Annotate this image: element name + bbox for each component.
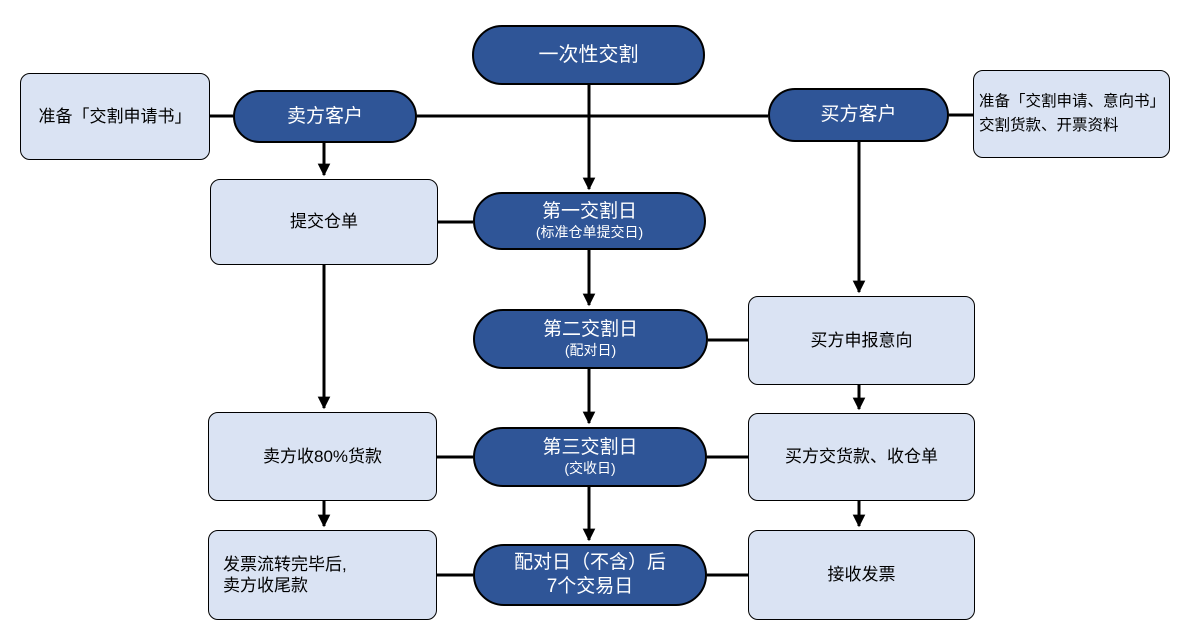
node-submit-warehouse-receipt: 提交仓单 xyxy=(210,179,438,265)
node-label-line1: 发票流转完毕后, xyxy=(223,554,347,574)
node-label-line1: 第二交割日 xyxy=(542,319,638,341)
node-label-line2: (配对日) xyxy=(564,342,617,359)
node-label: 买方申报意向 xyxy=(810,330,913,350)
node-seller-client: 卖方客户 xyxy=(233,90,417,143)
node-prepare-delivery-application: 准备「交割申请书」 xyxy=(20,73,210,160)
node-seller-receive-80pct: 卖方收80%货款 xyxy=(208,412,437,501)
node-label-line1: 配对日（不含）后 xyxy=(513,552,666,574)
node-label-line1: 第三交割日 xyxy=(542,437,638,459)
node-label-line1: 准备「交割申请、意向书」 xyxy=(979,92,1166,110)
node-buyer-client: 买方客户 xyxy=(768,88,949,142)
node-label: 准备「交割申请书」 xyxy=(38,106,192,126)
node-buyer-declare-intent: 买方申报意向 xyxy=(748,296,975,385)
node-label: 卖方收80%货款 xyxy=(262,446,383,466)
node-label: 提交仓单 xyxy=(290,212,358,232)
node-label-line1: 第一交割日 xyxy=(541,201,637,223)
node-label: 接收发票 xyxy=(827,565,896,585)
node-label: 买方交货款、收仓单 xyxy=(785,447,938,467)
node-label-line2: (交收日) xyxy=(564,460,616,477)
node-label: 买方客户 xyxy=(820,104,897,126)
node-third-delivery-day: 第三交割日 (交收日) xyxy=(473,427,707,487)
node-label-line2: (标准仓单提交日) xyxy=(535,224,644,241)
node-receive-invoice: 接收发票 xyxy=(748,530,975,620)
node-prepare-buyer-docs: 准备「交割申请、意向书」 交割货款、开票资料 xyxy=(973,70,1170,158)
node-label-line2: 7个交易日 xyxy=(546,576,634,597)
node-first-delivery-day: 第一交割日 (标准仓单提交日) xyxy=(473,192,706,250)
node-label: 一次性交割 xyxy=(538,43,639,66)
node-second-delivery-day: 第二交割日 (配对日) xyxy=(473,309,708,369)
node-invoice-complete-final-payment: 发票流转完毕后, 卖方收尾款 xyxy=(208,530,437,620)
node-buyer-pay-receive-receipt: 买方交货款、收仓单 xyxy=(748,413,975,501)
node-one-time-delivery: 一次性交割 xyxy=(472,25,705,85)
node-label: 卖方客户 xyxy=(286,105,363,127)
node-seven-trading-days: 配对日（不含）后 7个交易日 xyxy=(473,544,707,606)
node-label-line2: 交割货款、开票资料 xyxy=(979,117,1119,134)
node-label-line2: 卖方收尾款 xyxy=(223,576,308,595)
